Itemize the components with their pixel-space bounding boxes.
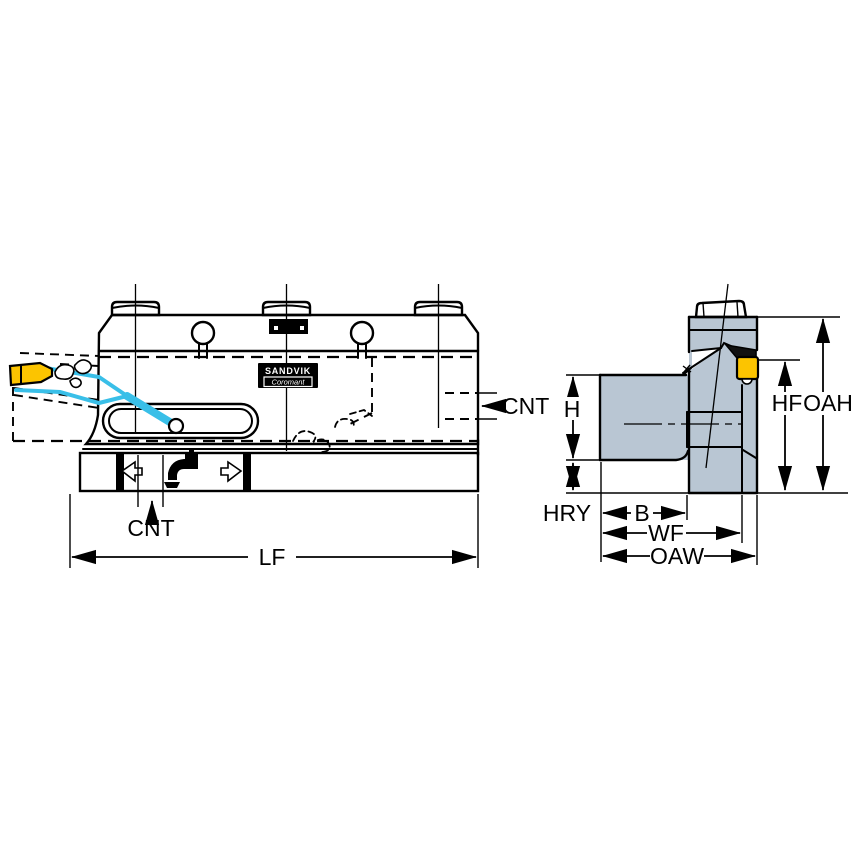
cnt-side-callout: CNT [445, 392, 549, 420]
wf-label: WF [648, 520, 684, 546]
coolant-nozzle [167, 417, 185, 435]
clamp-plate-screw-right [300, 326, 304, 330]
arrow-right-icon [220, 460, 243, 483]
keyhole-slot-2 [349, 320, 375, 359]
h-label: H [564, 396, 581, 422]
brand-subname: Coromant [272, 378, 306, 387]
hry-label: HRY [543, 500, 591, 526]
brand-name: SANDVIK [265, 366, 311, 376]
coolant-stream-lower [14, 388, 129, 406]
cnt-side-label: CNT [502, 393, 549, 419]
brand-sub-box [263, 376, 313, 388]
clamp-plate [269, 319, 308, 334]
dimension-h: H [561, 374, 600, 461]
dimension-lf: LF [69, 494, 479, 570]
dimension-hf [758, 359, 800, 492]
dimension-hry: HRY [543, 461, 848, 526]
dimension-wf: WF [601, 520, 742, 546]
hidden-pocket-lines [292, 358, 373, 453]
chips-left [54, 359, 93, 389]
side-view: H HRY HF OAH B [543, 283, 854, 569]
insert-front [8, 361, 54, 387]
lf-label: LF [259, 544, 286, 570]
tower-centerline [705, 283, 729, 469]
obround-slot [101, 402, 260, 440]
rail-stop-bar-left [116, 453, 124, 491]
bottom-chamfer [742, 449, 757, 459]
insert-side [735, 355, 760, 385]
clamp-plate-screw-left [274, 326, 278, 330]
keyhole-slot-1 [190, 320, 216, 359]
b-label: B [634, 500, 649, 526]
hf-label: HF [772, 390, 803, 416]
oaw-label: OAW [650, 543, 704, 569]
side-block [600, 375, 689, 460]
dimension-oaw: OAW [601, 543, 757, 569]
arrow-left-icon [120, 460, 143, 483]
oah-label: OAH [803, 390, 853, 416]
dimension-b: B [601, 500, 687, 526]
faucet-icon [164, 450, 198, 488]
front-body [83, 313, 480, 446]
cnt-bottom-label: CNT [127, 515, 174, 541]
coolant-stream-main [123, 392, 177, 428]
brand-plate: SANDVIK Coromant [258, 363, 318, 388]
rail-stop-bar-right [243, 453, 251, 491]
bottom-rail [78, 451, 480, 493]
tower-cap [694, 299, 748, 319]
blade-pocket [686, 384, 743, 494]
front-view: SANDVIK Coromant [8, 284, 549, 570]
hf-oah-label-mask [768, 392, 854, 415]
